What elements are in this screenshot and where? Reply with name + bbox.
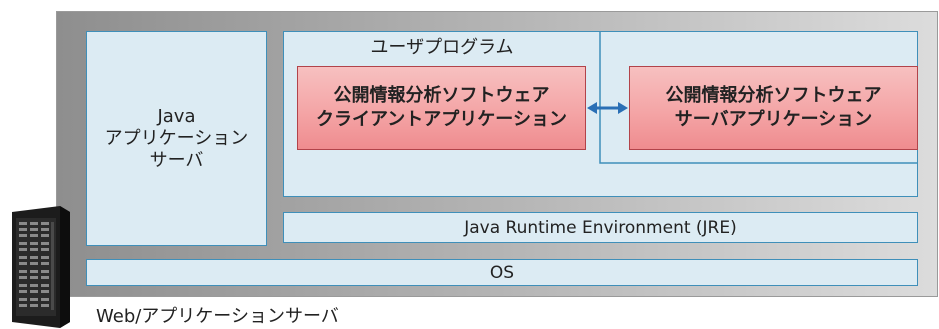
jre-box: Java Runtime Environment (JRE)	[283, 212, 918, 243]
os-box: OS	[86, 259, 918, 286]
client-application-label: 公開情報分析ソフトウェア クライアントアプリケーション	[316, 85, 567, 130]
client-application-box: 公開情報分析ソフトウェア クライアントアプリケーション	[297, 66, 586, 150]
server-application-box: 公開情報分析ソフトウェア サーバアプリケーション	[629, 66, 918, 150]
os-label: OS	[489, 262, 515, 283]
user-program-label: ユーザプログラム	[370, 37, 514, 58]
java-application-server-label: Java アプリケーション サーバ	[104, 105, 249, 171]
jre-label: Java Runtime Environment (JRE)	[464, 217, 737, 238]
arrow-head-right-icon	[618, 102, 628, 114]
arrow-head-left-icon	[587, 102, 597, 114]
server-rack-icon	[12, 206, 70, 328]
server-application-label: 公開情報分析ソフトウェア サーバアプリケーション	[665, 85, 882, 130]
bracket-connector	[599, 31, 918, 164]
java-application-server-box: Java アプリケーション サーバ	[86, 31, 267, 246]
server-caption: Web/アプリケーションサーバ	[96, 306, 339, 327]
